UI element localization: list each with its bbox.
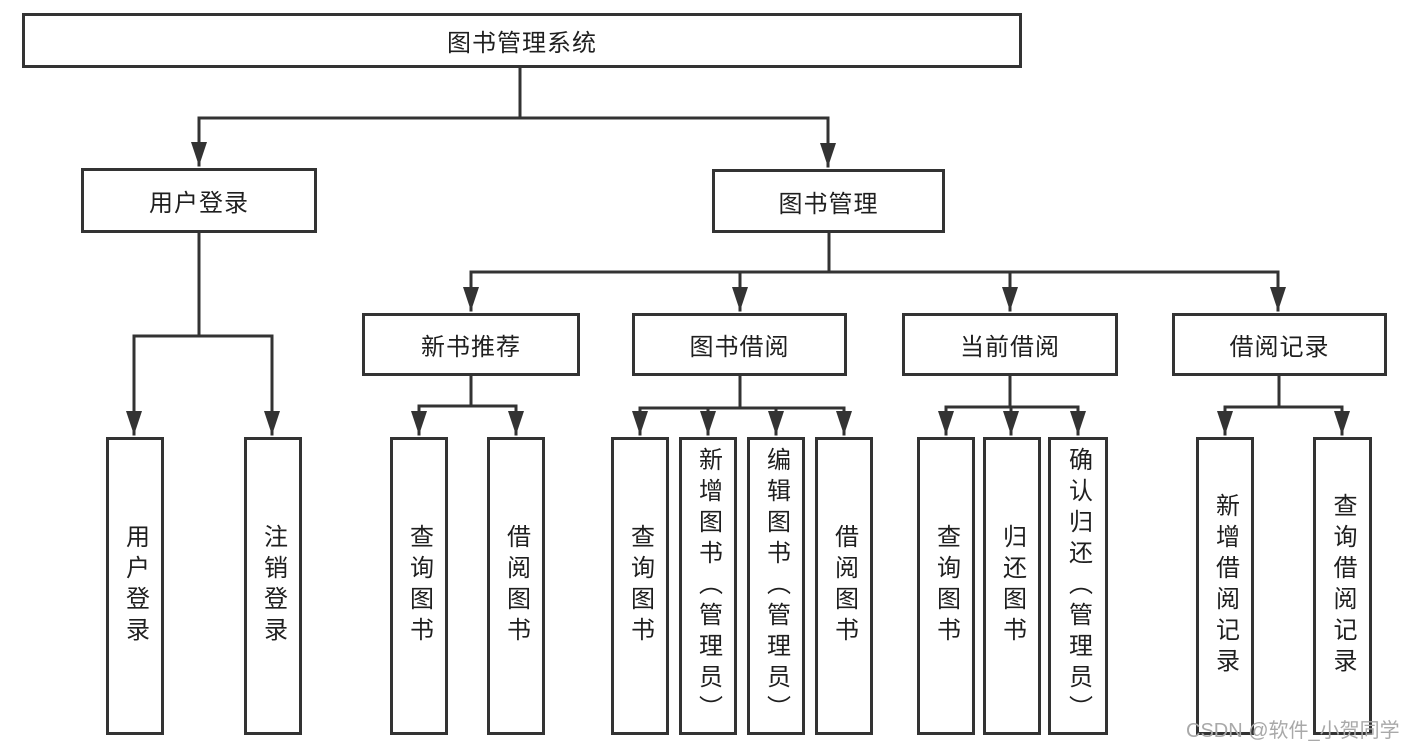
leaf-logout-label: 注销登录 bbox=[259, 524, 287, 648]
node-current-borrow: 当前借阅 bbox=[902, 313, 1118, 376]
leaf-edit-books-admin-label: 编辑图书（管理员） bbox=[762, 446, 790, 726]
leaf-confirm-return-admin-label: 确认归还（管理员） bbox=[1064, 446, 1092, 726]
leaf-borrow-books-recommend-label: 借阅图书 bbox=[502, 524, 530, 648]
csdn-watermark: CSDN @软件_小贺同学 bbox=[1186, 720, 1400, 742]
leaf-query-books-recommend: 查询图书 bbox=[390, 437, 448, 735]
node-root-label: 图书管理系统 bbox=[447, 30, 597, 57]
leaf-return-books-label: 归还图书 bbox=[998, 524, 1026, 648]
node-book-management-label: 图书管理 bbox=[778, 190, 879, 218]
leaf-query-books-current: 查询图书 bbox=[917, 437, 975, 735]
leaf-logout: 注销登录 bbox=[244, 437, 302, 735]
node-borrow-record-label: 借阅记录 bbox=[1229, 334, 1330, 361]
node-book-borrow: 图书借阅 bbox=[632, 313, 847, 376]
node-book-borrow-label: 图书借阅 bbox=[689, 334, 790, 361]
leaf-add-borrow-record: 新增借阅记录 bbox=[1196, 437, 1254, 735]
leaf-query-books-borrow: 查询图书 bbox=[611, 437, 669, 735]
leaf-query-books-recommend-label: 查询图书 bbox=[405, 524, 433, 648]
node-new-book-recommend-label: 新书推荐 bbox=[421, 334, 521, 361]
leaf-query-borrow-record: 查询借阅记录 bbox=[1313, 437, 1372, 735]
leaf-edit-books-admin: 编辑图书（管理员） bbox=[747, 437, 805, 735]
leaf-borrow-books: 借阅图书 bbox=[815, 437, 873, 735]
node-new-book-recommend: 新书推荐 bbox=[362, 313, 580, 376]
leaf-add-books-admin-label: 新增图书（管理员） bbox=[694, 446, 722, 726]
leaf-borrow-books-label: 借阅图书 bbox=[830, 524, 858, 648]
leaf-query-books-current-label: 查询图书 bbox=[932, 524, 960, 648]
leaf-return-books: 归还图书 bbox=[983, 437, 1041, 735]
node-current-borrow-label: 当前借阅 bbox=[960, 334, 1060, 361]
leaf-user-login: 用户登录 bbox=[106, 437, 164, 735]
node-book-management: 图书管理 bbox=[712, 169, 945, 233]
leaf-confirm-return-admin: 确认归还（管理员） bbox=[1048, 437, 1108, 735]
leaf-query-books-borrow-label: 查询图书 bbox=[626, 524, 654, 648]
leaf-add-books-admin: 新增图书（管理员） bbox=[679, 437, 737, 735]
leaf-query-borrow-record-label: 查询借阅记录 bbox=[1329, 493, 1356, 679]
node-user-login-label: 用户登录 bbox=[149, 190, 249, 217]
leaf-borrow-books-recommend: 借阅图书 bbox=[487, 437, 545, 735]
leaf-user-login-label: 用户登录 bbox=[121, 524, 149, 648]
node-root-system: 图书管理系统 bbox=[22, 13, 1022, 68]
node-borrow-record: 借阅记录 bbox=[1172, 313, 1387, 376]
node-user-login: 用户登录 bbox=[81, 168, 317, 233]
leaf-add-borrow-record-label: 新增借阅记录 bbox=[1211, 493, 1239, 679]
